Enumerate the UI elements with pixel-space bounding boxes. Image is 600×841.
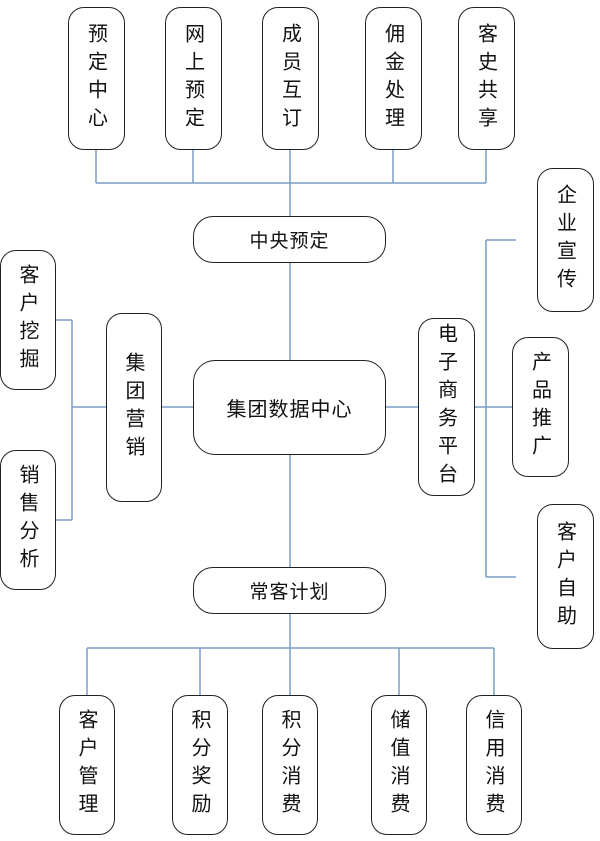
node-label: 客户管理 [75,709,99,821]
node-label: 成员互订 [278,22,303,135]
node-label: 预定中心 [84,22,109,135]
node-label: 积分奖励 [188,709,212,821]
node-label: 储值消费 [387,709,411,821]
top-node: 网上预定 [165,7,222,150]
bottom-node: 客户管理 [59,695,115,835]
center-node: 集团数据中心 [193,360,386,455]
node-label: 客户自助 [553,520,578,633]
bottom-node: 信用消费 [466,695,522,835]
node-label: 产品推广 [528,351,553,463]
bottom-node: 积分消费 [262,695,318,835]
top-hub: 中央预定 [193,216,386,263]
hub-label: 常客计划 [249,581,330,603]
node-label: 网上预定 [181,22,206,135]
node-label: 积分消费 [278,709,302,821]
node-label: 客户挖掘 [16,264,40,376]
bottom-hub: 常客计划 [193,567,386,614]
bottom-node: 积分奖励 [172,695,228,835]
left-hub: 集团营销 [106,313,162,502]
left-node: 销售分析 [0,450,56,590]
node-label: 信用消费 [482,709,506,821]
hub-label: 电子商务平台 [434,323,459,491]
right-node: 企业宣传 [537,168,594,312]
hub-label: 集团营销 [122,351,146,464]
top-node: 成员互订 [262,7,319,150]
right-hub: 电子商务平台 [418,318,475,496]
hub-label: 中央预定 [249,230,330,252]
node-label: 企业宣传 [553,184,578,296]
node-label: 佣金处理 [381,22,406,135]
right-node: 客户自助 [537,504,594,649]
node-label: 客史共享 [474,22,499,135]
left-node: 客户挖掘 [0,250,56,390]
top-node: 佣金处理 [365,7,422,150]
top-node: 预定中心 [68,7,125,150]
right-node: 产品推广 [512,337,569,477]
bottom-node: 储值消费 [371,695,427,835]
node-label: 销售分析 [16,464,40,576]
top-node: 客史共享 [458,7,515,150]
center-label: 集团数据中心 [226,397,353,421]
